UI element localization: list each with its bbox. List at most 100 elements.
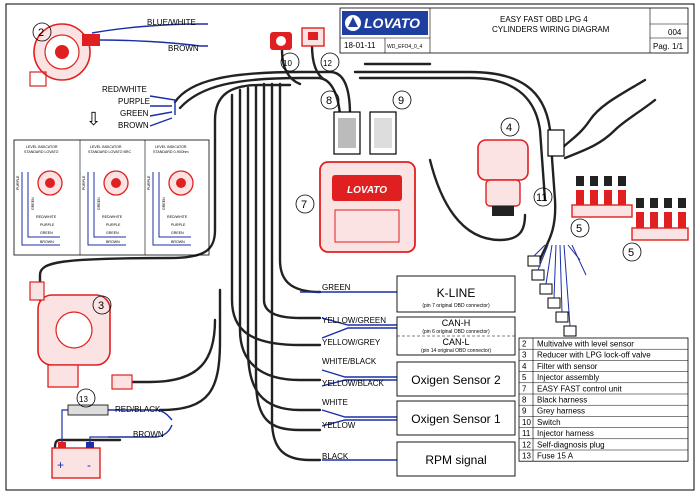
- battery-minus: -: [87, 458, 91, 472]
- legend-text: EASY FAST control unit: [537, 384, 622, 393]
- wire-green-kline: GREEN: [322, 283, 351, 292]
- svg-text:RPM signal: RPM signal: [425, 453, 486, 467]
- label-13: 13: [79, 395, 88, 404]
- legend-table: 2 Multivalve with level sensor 3 Reducer wi…: [518, 337, 689, 462]
- legend-number: 10: [522, 418, 531, 427]
- legend-number: 3: [522, 351, 527, 360]
- legend-text: Black harness: [537, 396, 587, 405]
- svg-text:LEVEL INDICATOR: LEVEL INDICATOR: [155, 145, 187, 149]
- svg-text:(pin 6 original OBD connector): (pin 6 original OBD connector): [422, 329, 490, 335]
- wire-purple: PURPLE: [118, 97, 150, 106]
- drawing-date: 18-01-11: [344, 41, 376, 50]
- svg-text:Oxigen Sensor 1: Oxigen Sensor 1: [411, 412, 501, 426]
- sheet-number: 004: [668, 28, 682, 37]
- svg-text:PURPLE: PURPLE: [40, 223, 55, 227]
- injector-assembly-1: 5: [570, 176, 633, 238]
- legend-number: 2: [522, 340, 527, 349]
- svg-text:BROWN: BROWN: [106, 240, 120, 244]
- wire-white: WHITE: [322, 398, 348, 407]
- legend-text: Fuse 15 A: [537, 452, 574, 461]
- drawing-title-line1: EASY FAST OBD LPG 4: [500, 15, 588, 24]
- blue-signal-wires: [91, 23, 397, 461]
- wire-yellow-green: YELLOW/GREEN: [322, 316, 386, 325]
- svg-text:PURPLE: PURPLE: [106, 223, 121, 227]
- label-7: 7: [301, 199, 307, 211]
- reducer-component: 3: [29, 281, 133, 390]
- svg-text:K-LINE: K-LINE: [437, 286, 476, 300]
- page-label: Pag.: [653, 42, 669, 51]
- svg-text:(pin 7 original OBD connector): (pin 7 original OBD connector): [422, 303, 490, 309]
- label-8: 8: [326, 95, 332, 107]
- svg-text:PURPLE: PURPLE: [147, 175, 151, 190]
- wire-brown-top: BROWN: [168, 44, 199, 53]
- svg-text:GREEN: GREEN: [40, 231, 53, 235]
- wire-red-black: RED/BLACK: [115, 405, 161, 414]
- battery-component: + -: [51, 409, 108, 479]
- grey-harness-connector: 9: [369, 90, 412, 155]
- svg-text:STANDARD LOVATO BRC: STANDARD LOVATO BRC: [88, 150, 131, 154]
- wire-brown-mid: BROWN: [118, 121, 149, 130]
- label-12: 12: [323, 59, 332, 68]
- svg-text:GREEN: GREEN: [171, 231, 184, 235]
- black-harness-connector: 8: [320, 90, 361, 155]
- drawing-border: [5, 3, 695, 491]
- label-9: 9: [398, 95, 404, 107]
- legend-text: Injector harness: [537, 429, 594, 438]
- svg-text:BROWN: BROWN: [40, 240, 54, 244]
- wire-blue-white: BLUE/WHITE: [147, 18, 196, 27]
- legend-number: 12: [522, 440, 531, 449]
- svg-text:Oxigen Sensor 2: Oxigen Sensor 2: [411, 373, 501, 387]
- svg-text:RED/WHITE: RED/WHITE: [167, 215, 188, 219]
- svg-text:GREEN: GREEN: [106, 231, 119, 235]
- level-indicator-panel: LEVEL INDICATOR STANDARD LOVATO PURPLE G…: [13, 139, 210, 256]
- diagnosis-plug-component: 12: [301, 27, 340, 72]
- wire-brown-batt: BROWN: [133, 430, 164, 439]
- label-3: 3: [98, 300, 104, 312]
- filter-component: 4: [477, 117, 529, 216]
- doc-code: WD_EFO4_0_4: [387, 44, 423, 50]
- svg-text:STANDARD 0-90Ohm: STANDARD 0-90Ohm: [153, 150, 188, 154]
- drawing-title-line2: CYLINDERS WIRING DIAGRAM: [492, 25, 610, 34]
- legend-text: Grey harness: [537, 407, 585, 416]
- down-arrow-icon: ⇩: [86, 109, 101, 129]
- page-value: 1/1: [672, 42, 684, 51]
- title-block: LOVATO 18-01-11 WD_EFO4_0_4 EASY FAST OB…: [339, 7, 689, 54]
- level-indicator-3: LEVEL INDICATOR STANDARD 0-90Ohm PURPLE …: [147, 145, 194, 246]
- wire-yellow-grey: YELLOW/GREY: [322, 338, 381, 347]
- svg-text:RED/WHITE: RED/WHITE: [36, 215, 57, 219]
- svg-text:LOVATO: LOVATO: [364, 15, 420, 31]
- svg-text:PURPLE: PURPLE: [16, 175, 20, 190]
- can-box: CAN-H (pin 6 original OBD connector) CAN…: [396, 316, 516, 356]
- level-indicator-1: LEVEL INDICATOR STANDARD LOVATO PURPLE G…: [16, 145, 63, 246]
- multivalve-component: 2: [29, 22, 100, 87]
- svg-text:CAN-H: CAN-H: [442, 318, 471, 328]
- fuse-component: 13: [67, 388, 109, 416]
- injector-assembly-2: 5: [622, 198, 689, 262]
- svg-text:GREEN: GREEN: [31, 197, 35, 210]
- legend-number: 9: [522, 407, 527, 416]
- svg-text:BROWN: BROWN: [171, 240, 185, 244]
- svg-text:PURPLE: PURPLE: [82, 175, 86, 190]
- label-10: 10: [283, 59, 292, 68]
- svg-text:RED/WHITE: RED/WHITE: [102, 215, 123, 219]
- legend-number: 11: [522, 429, 531, 438]
- svg-text:(pin 14 original OBD connector: (pin 14 original OBD connector): [421, 348, 491, 354]
- label-11: 11: [536, 192, 547, 204]
- legend-text: Reducer with LPG lock-off valve: [537, 351, 651, 360]
- svg-text:LOVATO: LOVATO: [347, 185, 387, 196]
- legend-number: 5: [522, 373, 527, 382]
- wire-yellow: YELLOW: [322, 421, 356, 430]
- battery-plus: +: [57, 458, 64, 472]
- legend-number: 4: [522, 362, 527, 371]
- legend-number: 8: [522, 396, 527, 405]
- lovato-logo: LOVATO: [342, 11, 428, 35]
- legend-text: Injector assembly: [537, 373, 599, 382]
- legend-text: Multivalve with level sensor: [537, 340, 634, 349]
- wire-yellow-black: YELLOW/BLACK: [322, 379, 384, 388]
- svg-text:CAN-L: CAN-L: [442, 337, 469, 347]
- svg-text:GREEN: GREEN: [97, 197, 101, 210]
- level-indicator-2: LEVEL INDICATOR STANDARD LOVATO BRC PURP…: [82, 145, 131, 246]
- label-2: 2: [38, 27, 44, 39]
- wire-white-black: WHITE/BLACK: [322, 357, 377, 366]
